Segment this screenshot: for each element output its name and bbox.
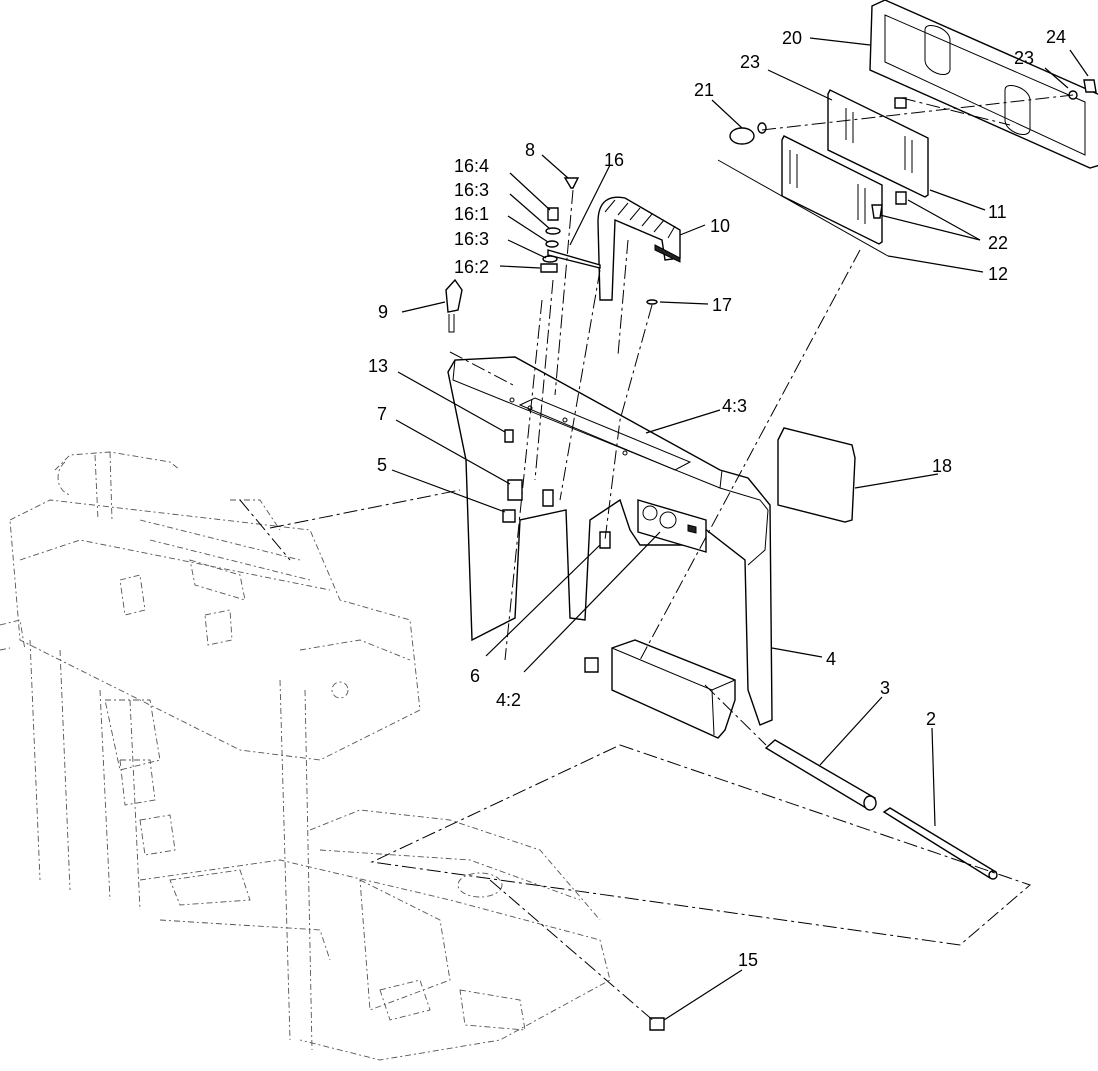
control-handle xyxy=(597,196,681,301)
callout-16-2: 16:2 xyxy=(454,257,489,277)
callout-16-1: 16:1 xyxy=(454,204,489,224)
bolt-23-top xyxy=(894,97,907,109)
callout-17: 17 xyxy=(712,295,732,315)
rod-12 xyxy=(717,159,889,257)
washer-17 xyxy=(646,299,658,305)
callout-24: 24 xyxy=(1046,27,1066,47)
bolt-22b xyxy=(871,204,883,219)
callout-16-3a: 16:3 xyxy=(454,180,489,200)
fastener-stack-16 xyxy=(540,207,561,273)
callout-labels: 20 24 23 23 21 11 22 12 8 16 16:4 16:3 1… xyxy=(368,27,1066,970)
leader-lines xyxy=(391,37,1089,1021)
plate-23 xyxy=(827,89,929,198)
callout-6: 6 xyxy=(470,666,480,686)
decal-4-2 xyxy=(637,499,707,553)
knob-9 xyxy=(445,278,463,313)
callout-4-2: 4:2 xyxy=(496,690,521,710)
callout-16-3b: 16:3 xyxy=(454,229,489,249)
callout-20: 20 xyxy=(782,28,802,48)
small-hardware xyxy=(502,429,611,673)
callout-23-upper: 23 xyxy=(1014,48,1034,68)
callout-4: 4 xyxy=(826,649,836,669)
shaft-2 xyxy=(882,807,998,880)
alignment-lines xyxy=(239,94,1074,1023)
callout-9: 9 xyxy=(378,302,388,322)
callout-15: 15 xyxy=(738,950,758,970)
pivot-rod-3 xyxy=(764,739,877,811)
callout-8: 8 xyxy=(525,140,535,160)
decal-4-3 xyxy=(518,397,692,471)
decal-18 xyxy=(777,427,856,523)
callout-13: 13 xyxy=(368,356,388,376)
callout-4-3: 4:3 xyxy=(722,396,747,416)
console-panel xyxy=(447,356,773,739)
callout-2: 2 xyxy=(926,709,936,729)
nut-24 xyxy=(1083,79,1097,93)
bolt-22a xyxy=(895,191,907,205)
mower-frame-ghost xyxy=(0,451,611,1061)
callout-21: 21 xyxy=(694,80,714,100)
callout-22: 22 xyxy=(988,233,1008,253)
bolt-15 xyxy=(649,1017,665,1031)
bolt-8 xyxy=(563,177,580,189)
cover-20 xyxy=(869,0,1098,169)
callout-3: 3 xyxy=(880,678,890,698)
bar-16 xyxy=(547,249,601,269)
callout-12: 12 xyxy=(988,264,1008,284)
callout-16-4: 16:4 xyxy=(454,156,489,176)
callout-11: 11 xyxy=(988,202,1007,222)
callout-16: 16 xyxy=(604,150,624,170)
callout-18: 18 xyxy=(932,456,952,476)
callout-7: 7 xyxy=(377,404,387,424)
callout-10: 10 xyxy=(710,216,730,236)
knob-21 xyxy=(729,122,767,145)
callout-5: 5 xyxy=(377,455,387,475)
callout-23-plate: 23 xyxy=(740,52,760,72)
